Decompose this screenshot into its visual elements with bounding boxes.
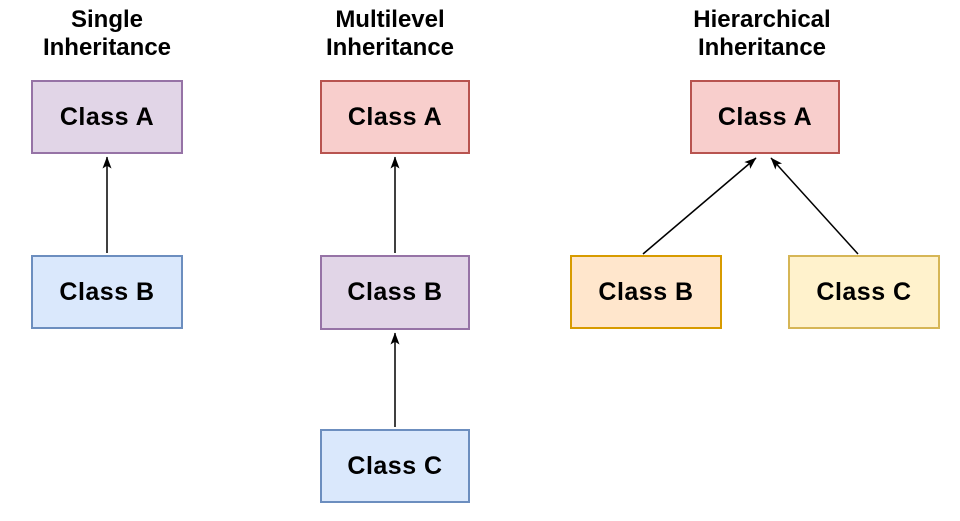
title-hierarchical-inheritance: Hierarchical Inheritance [693, 6, 831, 61]
node-single-class-b-label: Class B [59, 277, 155, 306]
node-hierarchical-class-b: Class B [570, 255, 722, 329]
node-multilevel-class-c: Class C [320, 429, 470, 503]
node-multilevel-class-c-label: Class C [347, 451, 443, 480]
node-hierarchical-class-c: Class C [788, 255, 940, 329]
title-single-inheritance: Single Inheritance [42, 6, 172, 61]
node-multilevel-class-a: Class A [320, 80, 470, 154]
node-single-class-a: Class A [31, 80, 183, 154]
node-hierarchical-class-b-label: Class B [598, 277, 694, 306]
node-hierarchical-class-a: Class A [690, 80, 840, 154]
node-multilevel-class-b-label: Class B [347, 278, 443, 306]
title-multilevel-inheritance: Multilevel Inheritance [325, 6, 455, 61]
node-multilevel-class-b: Class B [320, 255, 470, 330]
node-single-class-b: Class B [31, 255, 183, 329]
node-single-class-a-label: Class A [59, 102, 155, 131]
edge-hierarchical-classB-to-classA [642, 157, 757, 255]
node-hierarchical-class-c-label: Class C [816, 277, 912, 306]
node-hierarchical-class-a-label: Class A [717, 102, 813, 131]
node-multilevel-class-a-label: Class A [347, 102, 443, 131]
edge-hierarchical-classC-to-classA [770, 157, 859, 255]
